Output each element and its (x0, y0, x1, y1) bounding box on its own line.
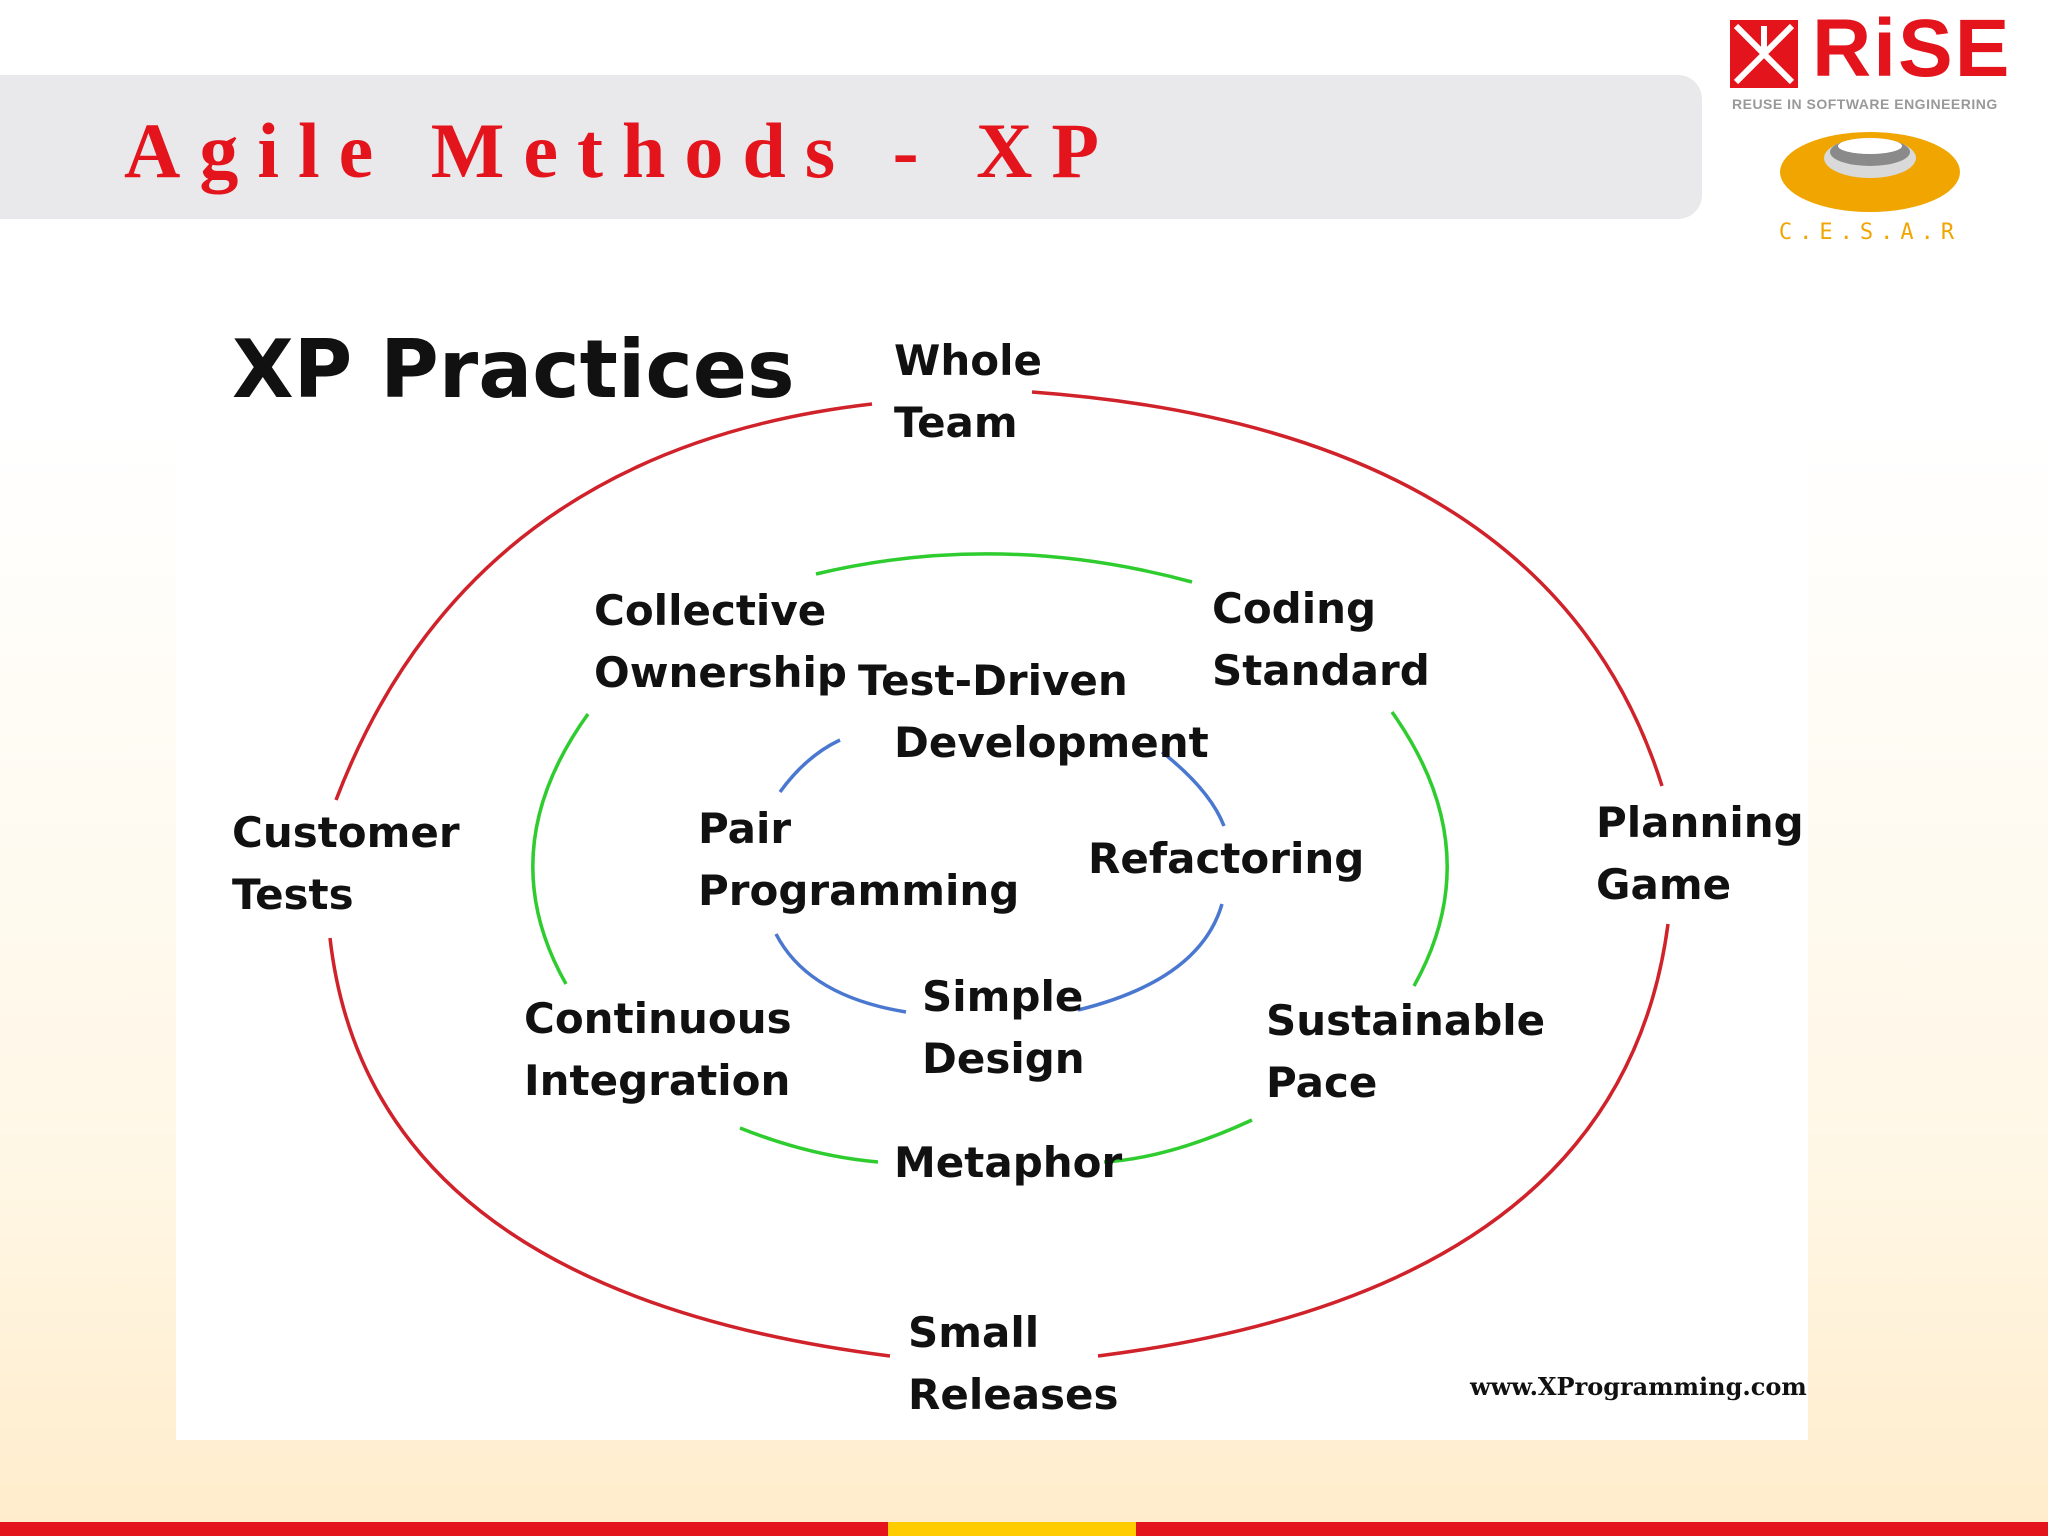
slide-title: Agile Methods - XP (124, 107, 1119, 194)
diagram-title: XP Practices (232, 323, 795, 416)
label-metaphor: Metaphor (894, 1138, 1123, 1187)
rise-wordmark: RiSE (1812, 3, 2012, 94)
diagram-panel (176, 252, 1808, 1440)
middle-ring (531, 552, 1449, 1164)
rise-logo-icon (1730, 20, 1798, 88)
rise-tagline: REUSE IN SOFTWARE ENGINEERING (1732, 96, 1998, 112)
cesar-label: C.E.S.A.R (1778, 220, 1962, 245)
footer-bar-yellow (888, 1522, 1136, 1536)
label-test-driven-development: Test-Driven Development (858, 656, 1209, 767)
outer-ring (328, 390, 1670, 1358)
inner-ring (774, 738, 1226, 1014)
diagram-source-link: www.XProgramming.com (1470, 1372, 1807, 1401)
cesar-logo-icon (1780, 132, 1960, 212)
title-bar (0, 75, 1702, 219)
footer-bar-red-right (1136, 1522, 2048, 1536)
label-refactoring: Refactoring (1088, 834, 1365, 883)
footer-bar-red-left (0, 1522, 888, 1536)
